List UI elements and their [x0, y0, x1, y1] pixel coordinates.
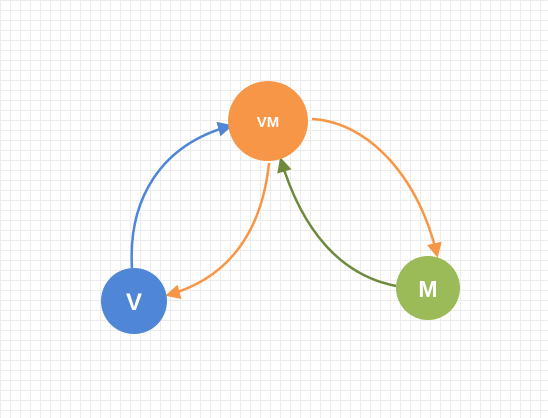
node-vm: VM	[228, 81, 308, 161]
node-m: M	[396, 256, 460, 320]
arrow-v-to-vm	[130, 121, 233, 269]
node-m-label: M	[418, 276, 437, 302]
node-m-circle	[396, 256, 460, 320]
arrow-vm-to-m	[311, 117, 442, 258]
node-vm-circle	[228, 81, 308, 161]
node-v-circle	[101, 268, 167, 334]
node-v-label: V	[126, 289, 142, 316]
arrow-vm-to-v	[165, 162, 271, 300]
node-vm-label: VM	[257, 114, 280, 131]
arrow-m-to-vm	[277, 157, 397, 288]
node-v: V	[101, 268, 167, 334]
